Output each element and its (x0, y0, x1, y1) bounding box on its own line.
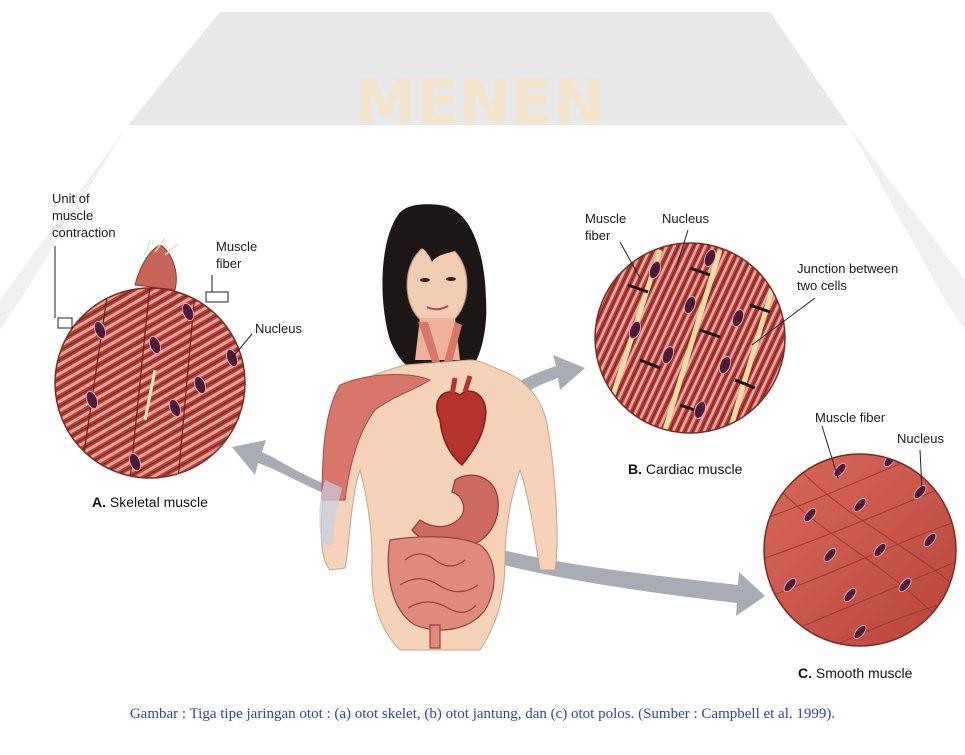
smooth-muscle-illustration (760, 426, 960, 660)
cardiac-fiber-label: Muscle fiber (585, 210, 626, 244)
smooth-title: C. Smooth muscle (798, 665, 912, 681)
skeletal-fiber-label: Muscle fiber (216, 238, 257, 272)
figure-caption: Gambar : Tiga tipe jaringan otot : (a) o… (0, 706, 965, 723)
cardiac-letter: B. (628, 461, 642, 477)
cardiac-name: Cardiac muscle (646, 461, 742, 477)
cardiac-title: B. Cardiac muscle (628, 461, 742, 477)
cardiac-muscle-illustration (595, 230, 815, 433)
skeletal-unit-label: Unit of muscle contraction (52, 190, 116, 241)
human-figure (319, 204, 557, 650)
smooth-fiber-label: Muscle fiber (815, 409, 885, 426)
skeletal-name: Skeletal muscle (110, 494, 208, 510)
skeletal-title: A. Skeletal muscle (92, 494, 208, 510)
smooth-name: Smooth muscle (816, 665, 912, 681)
arrow-to-skeletal (232, 440, 335, 496)
cardiac-nucleus-label: Nucleus (662, 210, 709, 227)
cardiac-junction-label: Junction between two cells (797, 260, 898, 294)
skeletal-nucleus-label: Nucleus (255, 320, 302, 337)
arrow-to-smooth (492, 548, 765, 616)
smooth-letter: C. (798, 665, 812, 681)
skeletal-letter: A. (92, 494, 106, 510)
watermark-text: MENEN (355, 66, 605, 139)
smooth-nucleus-label: Nucleus (897, 430, 944, 447)
skeletal-muscle-illustration (50, 238, 252, 483)
